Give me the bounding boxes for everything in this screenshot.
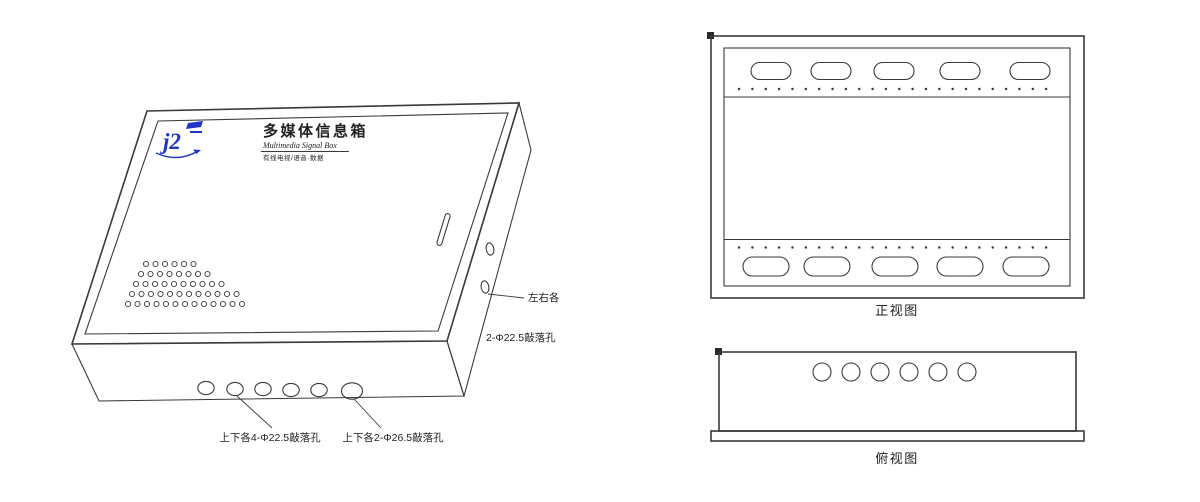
leader-line <box>353 398 382 429</box>
front-view-caption: 正视图 <box>875 303 919 318</box>
annotation-bottom-small: 上下各4-Φ22.5敲落孔 <box>219 431 321 444</box>
side-knockout-holes <box>480 242 495 294</box>
annotation-bottom-small-holes: 上下各4-Φ22.5敲落孔 <box>219 395 321 444</box>
front-view: 正视图 <box>707 32 1085 318</box>
door-handle-slot <box>436 213 451 246</box>
brand-logo: j2 <box>155 121 203 159</box>
front-view-inner-frame <box>723 47 1071 287</box>
bottom-knockout-holes <box>197 380 364 400</box>
box-bottom-face <box>71 340 465 402</box>
brand-logo-flag-icon <box>186 121 203 129</box>
top-view-body <box>718 351 1077 432</box>
top-view-base-plate <box>710 430 1085 442</box>
brand-logo-arrow-icon <box>193 149 201 154</box>
front-view-bottom-slots <box>742 256 1050 277</box>
perspective-view: j2 多媒体信息箱 Multimedia Signal Box 有线电视/语音·… <box>70 100 560 444</box>
annotation-side-line2: 2-Φ22.5敲落孔 <box>486 331 556 344</box>
top-view-holes <box>812 362 977 382</box>
brand-logo-caption-mark <box>190 131 202 133</box>
service-text: 有线电视/语音·数据 <box>263 153 324 162</box>
annotation-bottom-large-holes: 上下各2-Φ26.5敲落孔 <box>342 398 444 444</box>
ventilation-holes <box>124 260 246 308</box>
front-view-top-slots <box>750 61 1051 81</box>
box-right-side-face <box>446 100 532 398</box>
door-panel-inner-border <box>84 112 509 335</box>
top-view: 俯视图 <box>710 348 1085 466</box>
front-view-outer-frame <box>710 35 1085 299</box>
annotation-side-holes: 左右各 2-Φ22.5敲落孔 <box>486 291 560 344</box>
product-subtitle: Multimedia Signal Box <box>262 141 337 150</box>
top-view-caption: 俯视图 <box>875 451 919 466</box>
product-title: 多媒体信息箱 <box>263 122 368 140</box>
brand-logo-mark: j2 <box>159 129 181 154</box>
leader-line <box>487 293 525 299</box>
annotation-bottom-large: 上下各2-Φ26.5敲落孔 <box>342 431 444 444</box>
annotation-side-line1: 左右各 <box>528 291 560 304</box>
brand-logo-swoosh-icon <box>155 150 199 159</box>
leader-line <box>236 395 273 429</box>
